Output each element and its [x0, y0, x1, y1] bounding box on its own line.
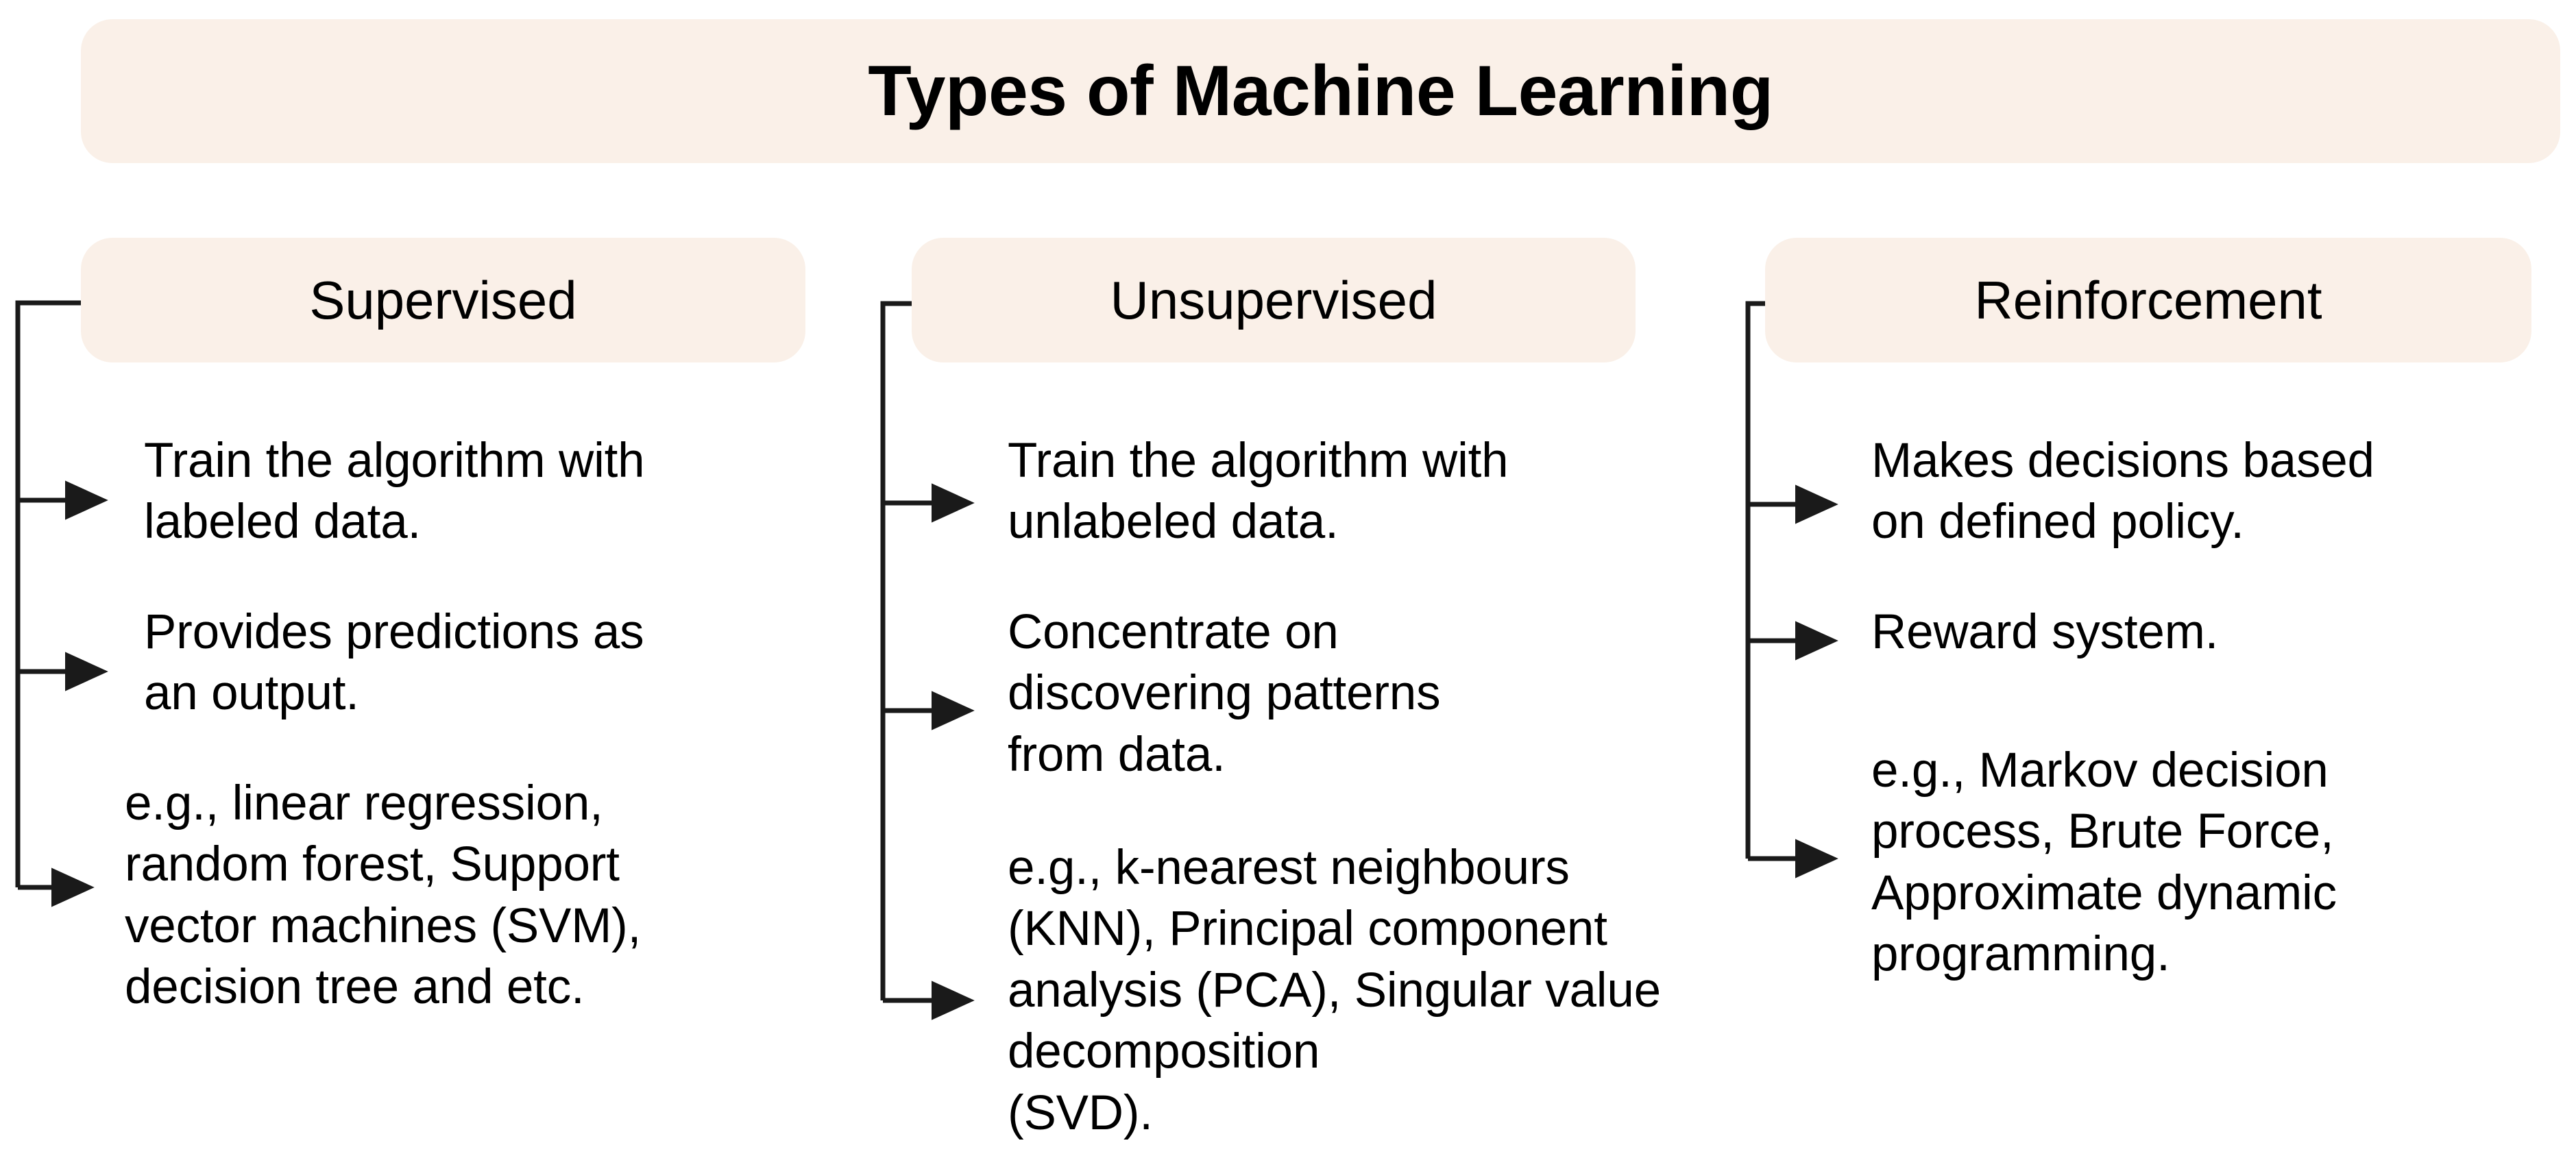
bullet-item: Makes decisions based on defined policy. — [1871, 434, 2374, 550]
title-banner: Types of Machine Learning — [81, 19, 2560, 163]
column-header-label: Unsupervised — [1110, 270, 1437, 330]
column-header-unsupervised: Unsupervised — [912, 238, 1636, 362]
bracket-supervised — [15, 300, 108, 907]
bullet-item: Reward system. — [1871, 605, 2219, 659]
column-header-label: Supervised — [309, 270, 577, 330]
column-header-supervised: Supervised — [81, 238, 805, 362]
bullet-item: e.g., Markov decision process, Brute For… — [1871, 743, 2337, 982]
bullet-item: Provides predictions as an output. — [144, 605, 644, 721]
bullet-item: e.g., linear regression, random forest, … — [125, 776, 642, 1015]
bullet-item: e.g., k-nearest neighbours (KNN), Princi… — [1008, 841, 1661, 1140]
page-title: Types of Machine Learning — [868, 51, 1773, 131]
bullet-item: Concentrate on discovering patterns from… — [1008, 605, 1441, 782]
column-header-reinforcement: Reinforcement — [1765, 238, 2531, 362]
column-header-label: Reinforcement — [1974, 270, 2322, 330]
bullet-item: Train the algorithm with unlabeled data. — [1008, 434, 1509, 550]
bracket-unsupervised — [880, 301, 975, 1020]
bullet-item: Train the algorithm with labeled data. — [144, 434, 645, 550]
bracket-reinforcement — [1745, 301, 1838, 878]
